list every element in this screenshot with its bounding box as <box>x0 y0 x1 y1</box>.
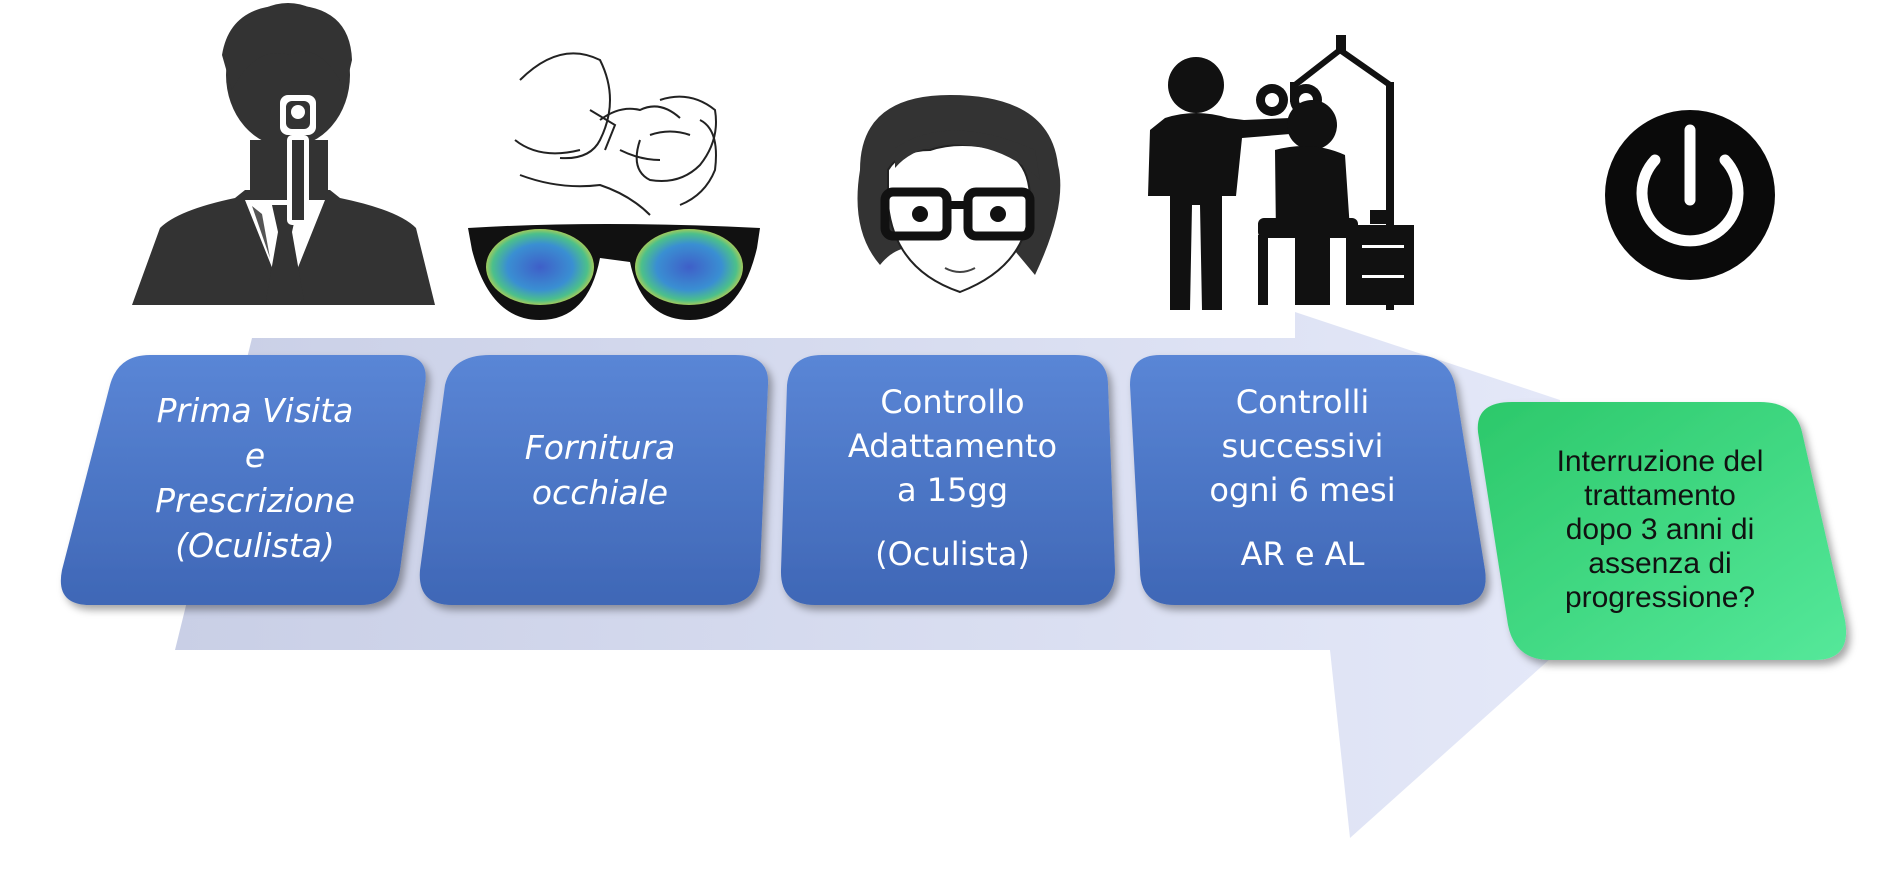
step-5-line: assenza di <box>1588 547 1732 580</box>
doctor-with-ophthalmoscope-icon <box>132 3 435 305</box>
step-2-text: Fornitura occhiale <box>450 380 750 560</box>
power-icon <box>1605 110 1775 280</box>
step-5-text: Interruzione del trattamento dopo 3 anni… <box>1500 430 1820 630</box>
step-5-line: Interruzione del <box>1556 445 1764 478</box>
step-5-shape <box>1477 402 1847 660</box>
eye-exam-phoropter-icon <box>1148 35 1414 310</box>
step-1-line: e <box>244 436 266 475</box>
step-4-line: ogni 6 mesi <box>1209 471 1396 509</box>
step-5-line: trattamento <box>1584 479 1736 512</box>
step-4-shape <box>1130 355 1486 605</box>
step-4-text: Controlli successivi ogni 6 mesi AR e AL <box>1150 378 1455 578</box>
step-3-line: Controllo <box>880 383 1025 421</box>
step-2-line: Fornitura <box>524 428 676 467</box>
step-4-line: Controlli <box>1235 383 1370 421</box>
step-2-line: occhiale <box>531 473 669 512</box>
girl-with-glasses-icon <box>857 95 1061 294</box>
step-3-text: Controllo Adattamento a 15gg (Oculista) <box>800 378 1105 578</box>
step-1-shape <box>60 355 426 605</box>
step-1-line: Prescrizione <box>155 481 355 520</box>
step-4-line: AR e AL <box>1240 535 1365 573</box>
step-3-line: (Oculista) <box>875 535 1030 573</box>
step-3-shape <box>780 355 1115 605</box>
step-1-line: Prima Visita <box>156 391 354 430</box>
step-5-line: progressione? <box>1564 581 1756 614</box>
step-1-text: Prima Visita e Prescrizione (Oculista) <box>105 378 405 578</box>
step-3-line: a 15gg <box>896 471 1009 509</box>
step-1-line: (Oculista) <box>175 526 335 565</box>
step-3-line: Adattamento <box>847 427 1058 465</box>
eyeglasses-fitting-icon <box>468 52 760 320</box>
step-2-shape <box>419 355 769 605</box>
step-5-line: dopo 3 anni di <box>1565 513 1755 546</box>
step-4-line: successivi <box>1221 427 1384 465</box>
